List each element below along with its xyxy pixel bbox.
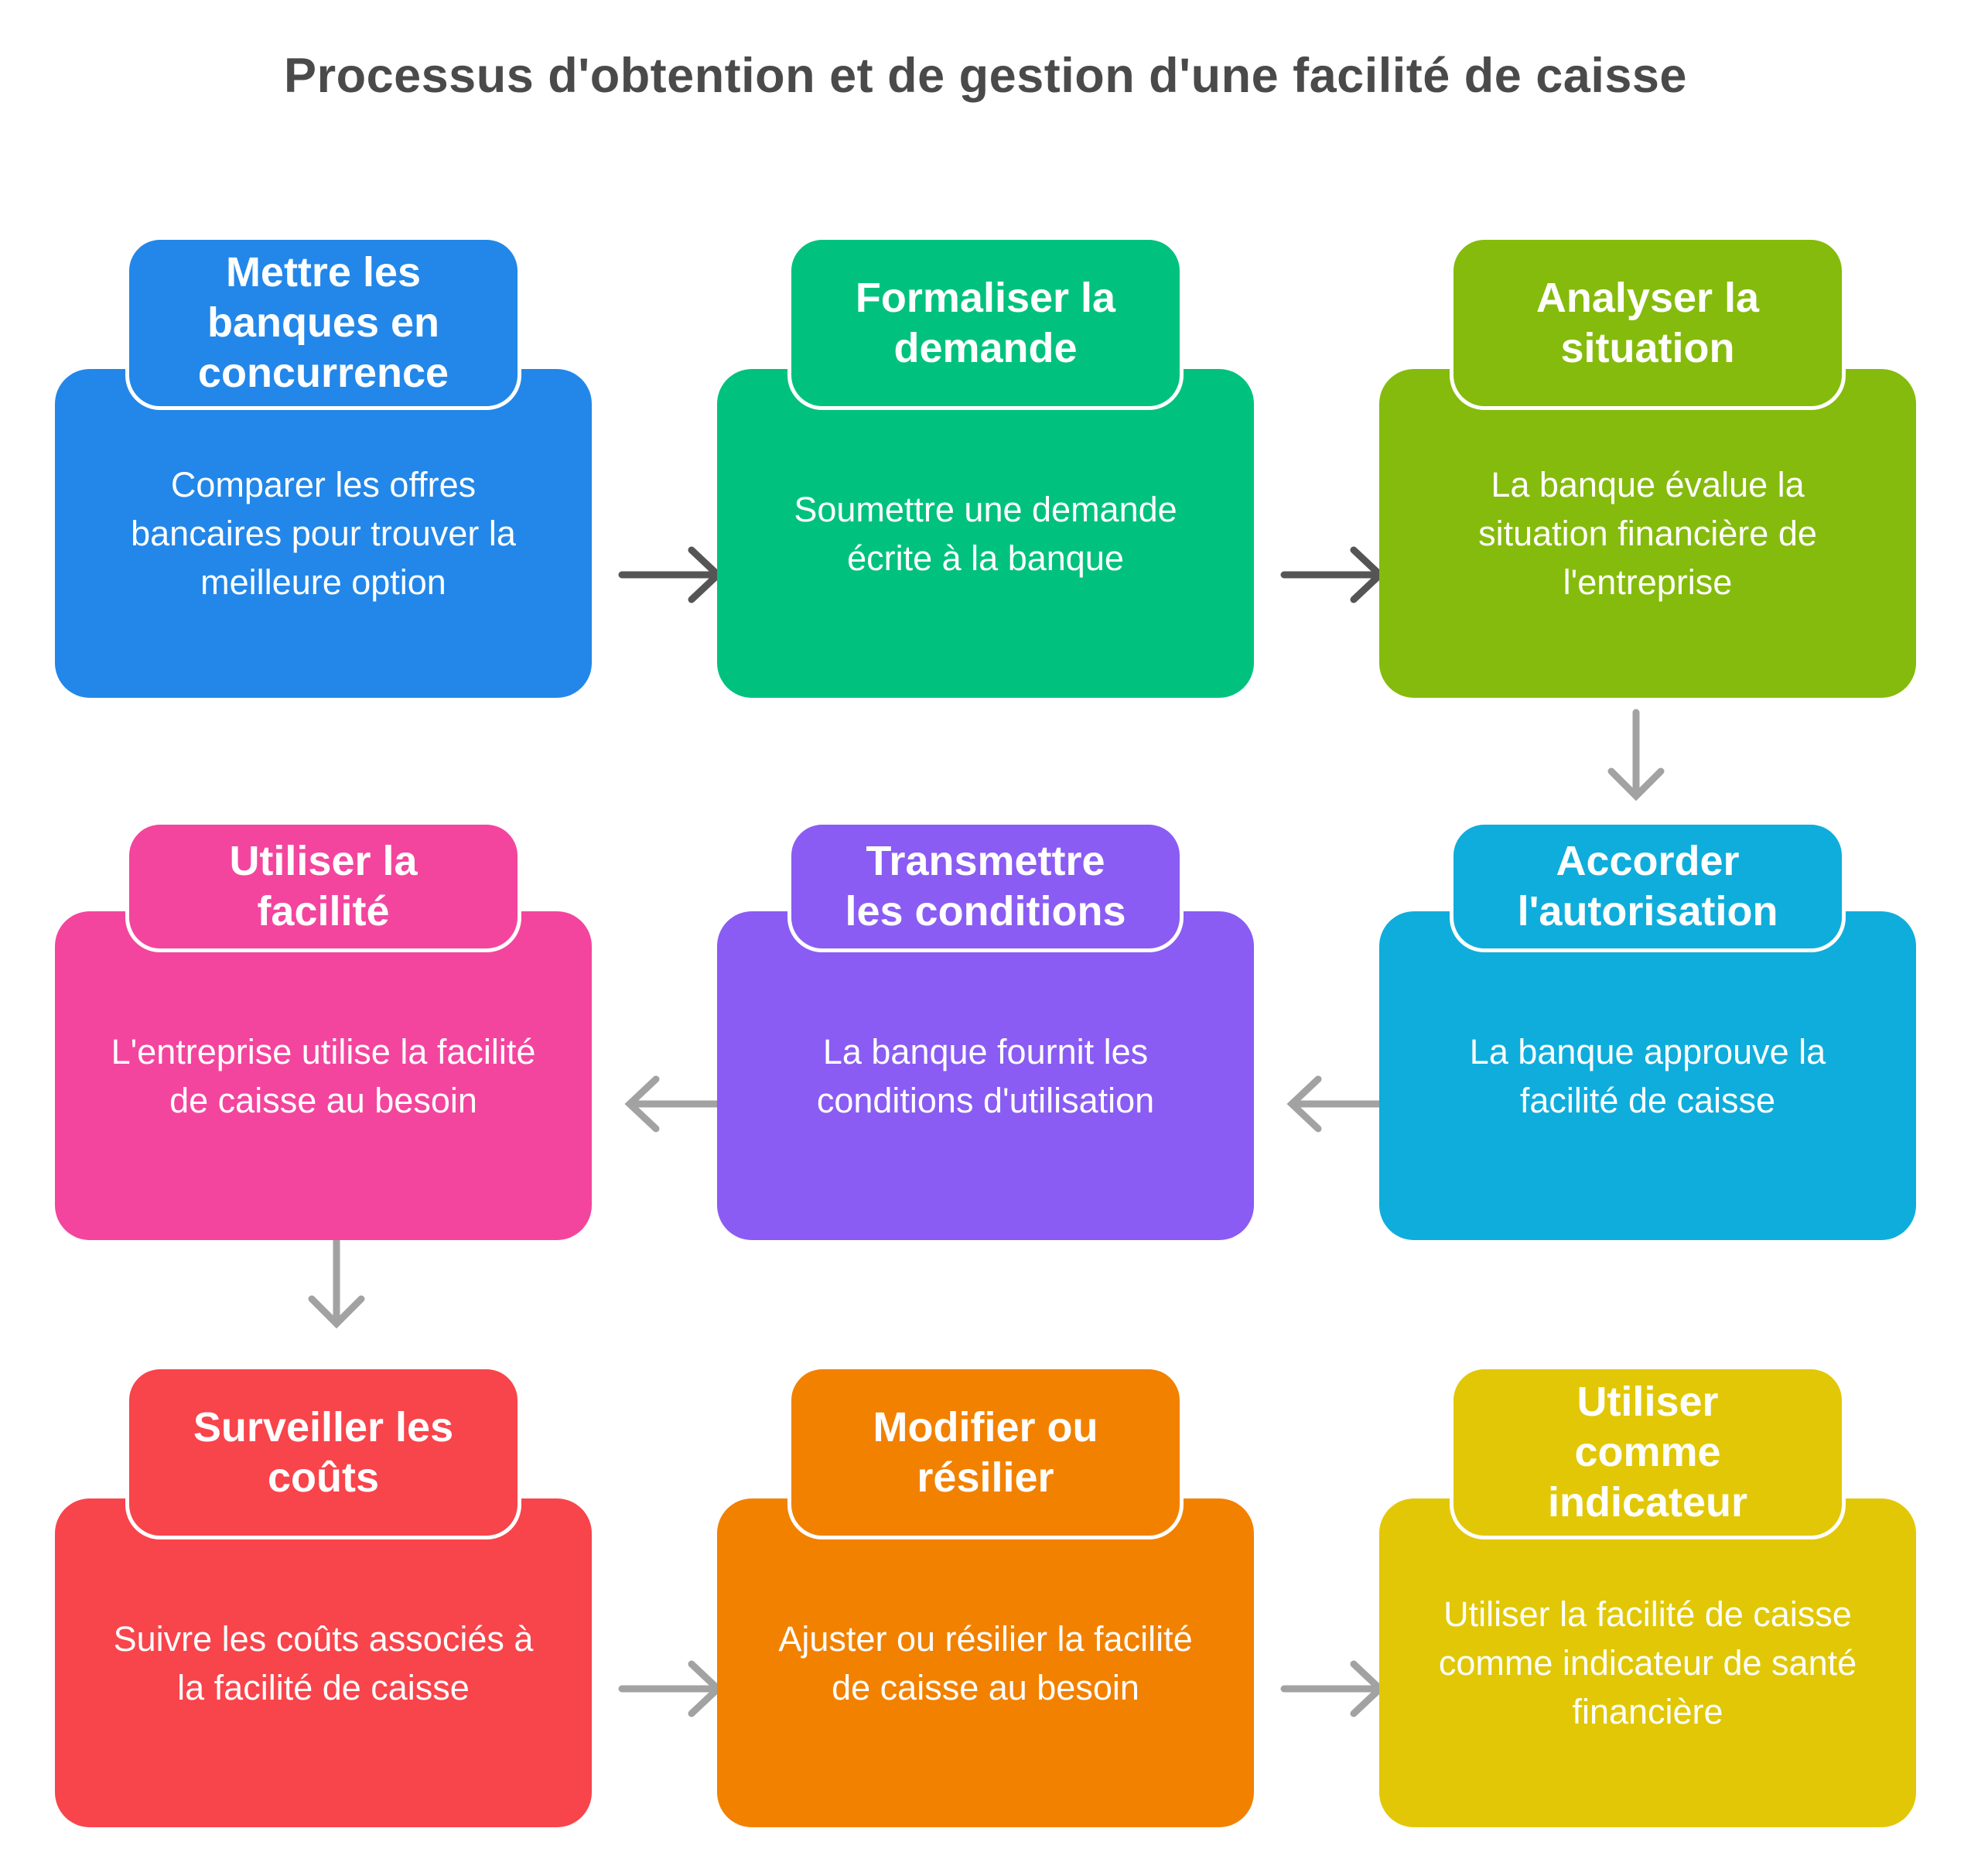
- step-5-description-box: La banque fournit les conditions d'utili…: [717, 911, 1254, 1240]
- step-5-title-box: Transmettre les conditions: [787, 821, 1184, 952]
- step-3-title-box: Analyser la situation: [1450, 236, 1846, 410]
- flow-row-2: Utiliser la facilité L'entreprise utilis…: [55, 821, 1916, 1240]
- step-card-3: Analyser la situation La banque évalue l…: [1379, 236, 1916, 698]
- arrow-down-step6-step7-icon: [299, 1235, 374, 1341]
- step-8-title-box: Modifier ou résilier: [787, 1365, 1184, 1539]
- step-card-6: Utiliser la facilité L'entreprise utilis…: [55, 821, 592, 1240]
- arrow-right-step7-step8-icon: [616, 1653, 732, 1728]
- step-4-title-box: Accorder l'autorisation: [1450, 821, 1846, 952]
- step-6-description: L'entreprise utilise la facilité de cais…: [111, 1031, 536, 1120]
- step-card-9: Utiliser comme indicateur Utiliser la fa…: [1379, 1365, 1916, 1827]
- step-1-description: Comparer les offres bancaires pour trouv…: [131, 465, 516, 602]
- step-1-description-box: Comparer les offres bancaires pour trouv…: [55, 369, 592, 698]
- arrow-right-step2-step3-icon: [1278, 539, 1394, 614]
- step-8-description-box: Ajuster ou résilier la facilité de caiss…: [717, 1498, 1254, 1827]
- step-card-5: Transmettre les conditions La banque fou…: [717, 821, 1254, 1240]
- step-9-description-box: Utiliser la facilité de caisse comme ind…: [1379, 1498, 1916, 1827]
- step-6-description-box: L'entreprise utilise la facilité de cais…: [55, 911, 592, 1240]
- step-2-description: Soumettre une demande écrite à la banque: [794, 489, 1177, 578]
- arrow-right-step8-step9-icon: [1278, 1653, 1394, 1728]
- step-9-title-box: Utiliser comme indicateur: [1450, 1365, 1846, 1539]
- step-3-description: La banque évalue la situation financière…: [1478, 465, 1817, 602]
- step-7-description-box: Suivre les coûts associés à la facilité …: [55, 1498, 592, 1827]
- step-card-7: Surveiller les coûts Suivre les coûts as…: [55, 1365, 592, 1827]
- step-4-description: La banque approuve la facilité de caisse: [1469, 1031, 1826, 1120]
- arrow-left-step4-step5-icon: [1278, 1068, 1394, 1143]
- page-title: Processus d'obtention et de gestion d'un…: [284, 49, 1687, 103]
- arrow-down-step3-step4-icon: [1599, 708, 1673, 814]
- step-9-description: Utiliser la facilité de caisse comme ind…: [1438, 1594, 1857, 1731]
- step-card-4: Accorder l'autorisation La banque approu…: [1379, 821, 1916, 1240]
- step-2-description-box: Soumettre une demande écrite à la banque: [717, 369, 1254, 698]
- arrow-left-step5-step6-icon: [616, 1068, 732, 1143]
- step-2-title-box: Formaliser la demande: [787, 236, 1184, 410]
- step-card-1: Mettre les banques en concurrence Compar…: [55, 236, 592, 698]
- step-card-2: Formaliser la demande Soumettre une dema…: [717, 236, 1254, 698]
- step-5-description: La banque fournit les conditions d'utili…: [816, 1031, 1155, 1120]
- flow-row-1: Mettre les banques en concurrence Compar…: [55, 236, 1916, 698]
- step-8-description: Ajuster ou résilier la facilité de caiss…: [778, 1618, 1193, 1707]
- step-6-title-box: Utiliser la facilité: [125, 821, 521, 952]
- step-card-8: Modifier ou résilier Ajuster ou résilier…: [717, 1365, 1254, 1827]
- step-4-description-box: La banque approuve la facilité de caisse: [1379, 911, 1916, 1240]
- flow-row-3: Surveiller les coûts Suivre les coûts as…: [55, 1365, 1916, 1827]
- step-7-description: Suivre les coûts associés à la facilité …: [113, 1618, 534, 1707]
- step-1-title-box: Mettre les banques en concurrence: [125, 236, 521, 410]
- arrow-right-step1-step2-icon: [616, 539, 732, 614]
- step-3-description-box: La banque évalue la situation financière…: [1379, 369, 1916, 698]
- step-7-title-box: Surveiller les coûts: [125, 1365, 521, 1539]
